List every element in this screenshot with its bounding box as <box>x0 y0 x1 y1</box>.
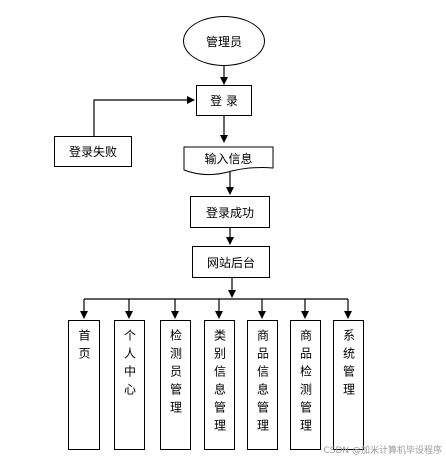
arrow-fail-to-login <box>93 96 195 136</box>
input-info-label: 输入信息 <box>204 151 253 166</box>
module-product-test-label: 商品检测管理 <box>298 329 313 437</box>
login-node: 登 录 <box>196 85 252 116</box>
input-info-doc-shape <box>183 146 274 176</box>
login-label: 登 录 <box>210 94 238 108</box>
login-fail-node: 登录失败 <box>54 136 132 167</box>
module-product-test: 商品检测管理 <box>290 320 321 450</box>
module-system-label: 系统管理 <box>341 329 356 401</box>
module-system: 系统管理 <box>333 320 364 450</box>
backend-node: 网站后台 <box>192 246 270 278</box>
login-success-node: 登录成功 <box>190 196 270 228</box>
module-product-info: 商品信息管理 <box>247 320 278 450</box>
admin-node: 管理员 <box>183 16 265 66</box>
module-category: 类别信息管理 <box>204 320 235 450</box>
backend-label: 网站后台 <box>206 255 255 270</box>
input-info-node: 输入信息 <box>184 147 273 169</box>
admin-label: 管理员 <box>205 34 242 49</box>
module-personal: 个人中心 <box>114 320 145 450</box>
login-success-label: 登录成功 <box>205 205 254 220</box>
module-home: 首页 <box>68 320 100 450</box>
module-category-label: 类别信息管理 <box>212 329 227 437</box>
module-product-info-label: 商品信息管理 <box>255 329 270 437</box>
module-inspector-label: 检测员管理 <box>168 329 183 419</box>
watermark: CSDN @加米计算机毕设程序 <box>323 446 442 456</box>
module-inspector: 检测员管理 <box>160 320 191 450</box>
module-home-label: 首页 <box>77 329 91 365</box>
module-personal-label: 个人中心 <box>122 329 137 401</box>
login-fail-label: 登录失败 <box>68 145 117 159</box>
